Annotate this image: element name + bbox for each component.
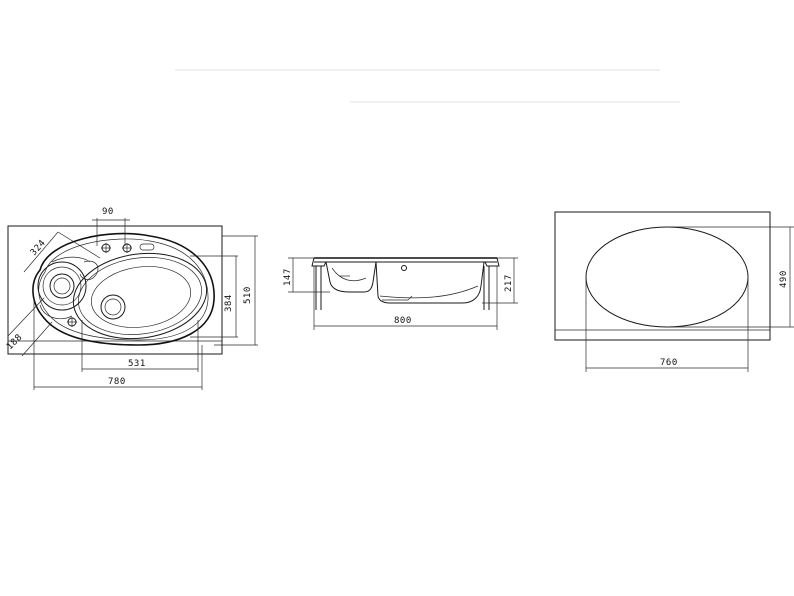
svg-text:510: 510 xyxy=(243,286,253,304)
svg-text:147: 147 xyxy=(283,268,293,286)
side-small-bowl xyxy=(325,261,377,293)
svg-text:800: 800 xyxy=(394,316,412,326)
svg-text:90: 90 xyxy=(102,207,114,217)
swirl-top xyxy=(79,260,99,280)
svg-text:490: 490 xyxy=(779,270,789,288)
dim-490: 490 xyxy=(667,226,794,328)
small-drain-outer xyxy=(49,273,75,299)
sink-outer-outline xyxy=(32,232,215,346)
svg-text:384: 384 xyxy=(224,294,234,312)
dim-760: 760 xyxy=(585,277,749,372)
top-view-countertop xyxy=(7,225,223,355)
main-drain-outer xyxy=(100,294,126,320)
svg-text:780: 780 xyxy=(108,377,126,387)
swirl-bottom xyxy=(39,304,73,319)
side-main-bowl-inner xyxy=(379,285,479,299)
dim-800: 800 xyxy=(313,266,498,330)
top-view: 90 324 188 384 510 xyxy=(5,207,258,390)
side-swirl xyxy=(331,267,367,282)
main-bowl-basin xyxy=(90,266,192,328)
small-bowl-outer xyxy=(37,261,87,311)
side-left-lip xyxy=(311,257,327,267)
svg-text:324: 324 xyxy=(29,238,48,258)
side-tap-hole xyxy=(401,265,407,271)
overflow-slot xyxy=(139,243,155,251)
small-bowl-inner xyxy=(42,266,82,306)
main-drain-inner xyxy=(104,298,122,316)
cutout-oval xyxy=(585,226,749,328)
dim-147: 147 xyxy=(283,257,330,293)
cutout-countertop xyxy=(554,211,771,341)
svg-text:531: 531 xyxy=(128,359,146,369)
svg-text:217: 217 xyxy=(504,274,514,292)
sink-inner-rim xyxy=(38,238,209,341)
dim-217: 217 xyxy=(482,257,518,304)
swirl-arc xyxy=(51,256,91,263)
dim-780: 780 xyxy=(33,300,203,390)
side-view: 147 217 800 xyxy=(283,257,518,330)
side-main-bowl xyxy=(375,261,485,304)
dim-531: 531 xyxy=(81,320,199,372)
dim-90: 90 xyxy=(92,207,130,246)
background-artifacts xyxy=(175,69,680,103)
side-right-lip xyxy=(484,257,500,267)
main-bowl-outer xyxy=(72,252,208,340)
small-drain-inner xyxy=(53,277,71,295)
svg-text:760: 760 xyxy=(660,358,678,368)
dim-510: 510 xyxy=(214,235,258,346)
dim-188: 188 xyxy=(5,297,53,357)
main-bowl-inner xyxy=(78,257,202,335)
cutout-view: 490 760 xyxy=(554,211,794,372)
